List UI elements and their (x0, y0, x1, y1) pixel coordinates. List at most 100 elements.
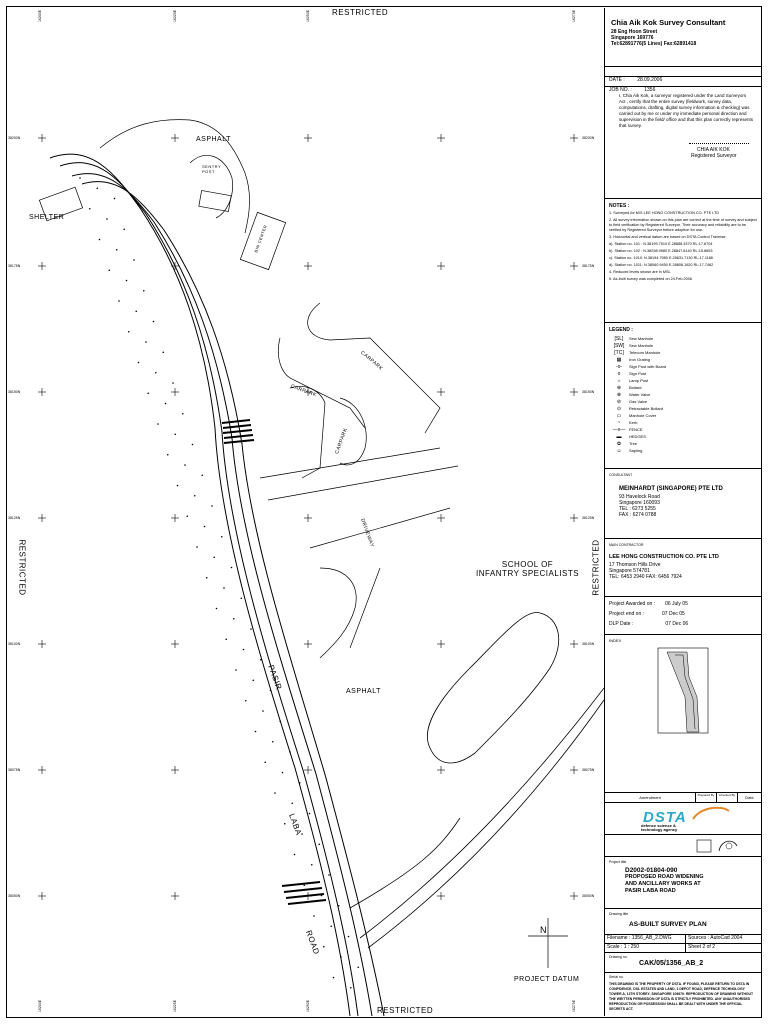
note-item: 4. Reduced levels shown are in MSL (609, 270, 671, 274)
end-value: 07 Dec 05 (662, 611, 685, 617)
legend-text: Bollard (629, 385, 642, 390)
label-restricted-top: RESTRICTED (332, 8, 389, 17)
index-label: INDEX (609, 638, 622, 643)
contractor-tel: TEL: 6453 2940 FAX: 6456 7924 (609, 574, 682, 580)
legend-title: LEGEND : (609, 327, 633, 333)
company-address: 28 Eng Hoon Street Singapore 169776 (611, 29, 658, 41)
note-item: 3. Horizontal and vertical datum are bas… (609, 235, 727, 239)
drawing-title-label: Drawing title (609, 912, 629, 916)
label-project-datum: PROJECT DATUM (514, 976, 580, 983)
dsta-logo-box: DSTA defence science & technology agency (605, 802, 761, 834)
legend-text: HEDGES (629, 434, 646, 439)
legend-symbol-icon: ▬ (616, 433, 622, 440)
note-item: 5. As-built survey was completed on 24.F… (609, 277, 692, 281)
legend-text: Iron Grating (629, 357, 651, 362)
legend-text: Sew Manhole (629, 336, 654, 341)
label-asphalt-mid: ASPHALT (346, 688, 381, 695)
legend-item: ⊙Retractable Bollard (609, 405, 757, 412)
project-title-label: Project title (609, 860, 627, 864)
legend-text: Sew Manhole (629, 343, 654, 348)
scale-label: Scale : (607, 944, 623, 950)
date-label: DATE : (609, 77, 625, 83)
index-map-icon (657, 647, 709, 734)
legend-list: [SL]Sew Manhole[SW]Sew Manhole[TC]Teleco… (609, 335, 757, 454)
project-title: PROPOSED ROAD WIDENING AND ANCILLARY WOR… (625, 874, 704, 894)
legend-symbol-icon: ▭ (616, 412, 622, 419)
legend-item: [SL]Sew Manhole (609, 335, 757, 342)
legend-box: LEGEND : [SL]Sew Manhole[SW]Sew Manhole[… (605, 322, 761, 468)
grid-y-label: 38125N (582, 516, 595, 520)
date-row: DATE : 28.09.2006 (605, 66, 761, 83)
certification-text: I, Chia Aik Kok, a surveyor registered u… (619, 93, 753, 128)
date-col: Date (745, 795, 754, 800)
road-edges (49, 153, 385, 1016)
contractor-label: MAIN CONTRACTOR (609, 543, 644, 547)
sources-label: Sources : (688, 935, 710, 941)
amendment-row: Amendment Prepared By Checked By Date (605, 792, 761, 802)
project-code: D2002-01804-090 (625, 867, 678, 874)
date-value: 28.09.2006 (637, 77, 663, 83)
job-label: JOB NO. : (609, 87, 632, 93)
legend-item: [TC]Telecom Manhole (609, 349, 757, 356)
end-label: Project end on : (609, 611, 645, 617)
project-title-box: Project title D2002-01804-090 PROPOSED R… (605, 856, 761, 908)
consultant-tel: TEL : 6273 5255 (619, 506, 656, 512)
amendment-col: Amendment (605, 793, 696, 802)
title-block: Chia Aik Kok Survey Consultant 28 Eng Ho… (604, 8, 761, 1016)
checked-col: Checked By (717, 793, 738, 802)
grid-y-label: 38150N (8, 390, 21, 394)
grid-x-label: 16275E (572, 9, 577, 23)
legend-item: —x—FENCE (609, 426, 757, 433)
legend-item: [SW]Sew Manhole (609, 342, 757, 349)
legend-item: ⊘Gas Valve (609, 398, 757, 405)
legend-symbol-icon: -o- (615, 363, 623, 370)
label-restricted-right: RESTRICTED (591, 539, 601, 596)
consultant-address: 93 Havelock Road Singapore 160093 (619, 494, 660, 506)
grid-y-label: 38050N (8, 894, 21, 898)
legend-symbol-icon: ✿ (616, 440, 622, 447)
legend-symbol-icon: ⊕ (616, 384, 622, 391)
grid-x-label: 16250E (306, 999, 311, 1013)
sheet-label: Sheet (688, 944, 702, 950)
grid-y-label: 38125N (8, 516, 21, 520)
grid-x-label: 16200E (38, 999, 43, 1013)
filename-value: 1356_AB_2.DWG (631, 935, 672, 941)
legend-symbol-icon: ⊘ (616, 398, 622, 405)
note-item: 2. All survey information shown on this … (609, 218, 757, 232)
serial-label: Serial no. (609, 975, 624, 979)
legend-text: Tree (629, 441, 638, 446)
legend-item: ☼Lamp Post (609, 377, 757, 384)
label-sentry-post: SENTRY POST (202, 164, 222, 174)
surveyor-title: Registered Surveyor (691, 153, 737, 159)
certification-box: I, Chia Aik Kok, a surveyor registered u… (605, 86, 761, 198)
drawing-no-box: Drawing no. CAK/05/1356_AB_2 (605, 952, 761, 972)
consultant-fax: FAX : 6274 0788 (619, 512, 657, 518)
scale-value: 1 : 250 (623, 944, 639, 950)
company-name: Chia Aik Kok Survey Consultant (611, 18, 726, 27)
dlp-label: DLP Date : (609, 621, 634, 627)
cert-logos-box (605, 834, 761, 856)
prepared-col: Prepared By (696, 793, 717, 802)
legend-text: Sign Post with Board (629, 364, 667, 369)
grid-x-label: 16275E (572, 999, 577, 1013)
dsta-logo-icon: DSTA (643, 809, 687, 826)
legend-symbol-icon: o (617, 370, 621, 377)
sources-value: AutoCad 2004 (710, 935, 743, 941)
grid-y-label: 38075N (8, 768, 21, 772)
grid-y-label: 38175N (582, 264, 595, 268)
legend-text: Manhole Cover (629, 413, 657, 418)
contractor-box: MAIN CONTRACTOR LEE HONG CONSTRUCTION CO… (605, 538, 761, 596)
surveyor-name: CHIA AIK KOK (697, 147, 730, 153)
legend-symbol-icon: —x— (612, 426, 626, 433)
contractor-name: LEE HONG CONSTRUCTION CO. PTE LTD (609, 554, 719, 560)
note-item: b). Station no. 102 : N.38298.9980 E.288… (609, 249, 713, 253)
footer-text: THIS DRAWING IS THE PROPERTY OF DSTA. IF… (609, 982, 754, 1011)
grid-y-label: 38200N (582, 136, 595, 140)
project-dates-box: Project Awarded on :06 July 05 Project e… (605, 596, 761, 634)
sheet-border (6, 6, 762, 1018)
filename-row: Filename : 1356_AB_2.DWG Sources : AutoC… (605, 934, 761, 943)
survey-drawing: RESTRICTED RESTRICTED RESTRICTED RESTRIC… (8, 8, 604, 1016)
grid-y-label: 38100N (582, 642, 595, 646)
dsta-swoosh-icon (692, 806, 730, 820)
